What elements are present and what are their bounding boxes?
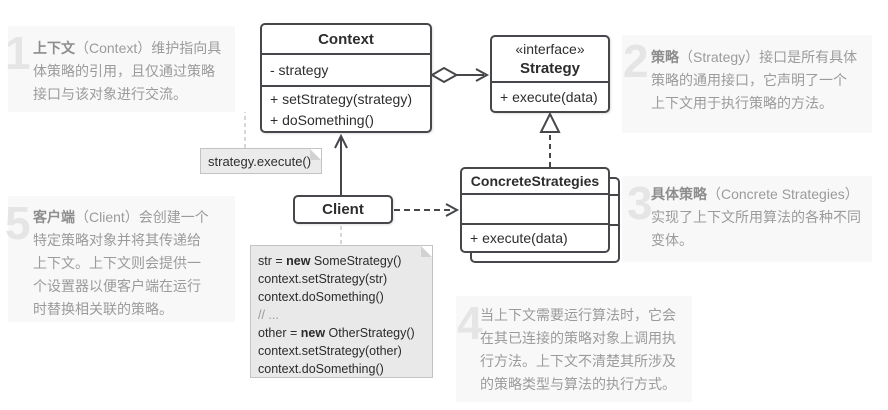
annotation-2-body: （Strategy）接口是所有具体 策略的通用接口，它声明了一个 上下文用于执行… <box>651 49 858 111</box>
client-pseudocode-note: str = new SomeStrategy() context.setStrat… <box>250 245 433 378</box>
strategy-stereotype: «interface» <box>515 41 585 57</box>
annotation-3-number: 3 <box>627 177 653 229</box>
aggregation-context-strategy <box>430 66 490 84</box>
concrete-strategies-method-execute: + execute(data) <box>470 230 568 246</box>
context-class-title: Context <box>318 30 374 48</box>
annotation-3-text: 具体策略（Concrete Strategies） 实现了上下文所用算法的各种不… <box>651 183 861 252</box>
concrete-strategies-empty-compartment <box>462 193 608 223</box>
annotation-2-lead: 策略 <box>651 49 679 65</box>
code-line-4: // ... <box>258 308 279 322</box>
annotation-5-number: 5 <box>5 197 31 249</box>
aggregation-diamond <box>430 66 459 84</box>
annotation-1-lead: 上下文 <box>33 40 75 56</box>
execute-call-note-text: strategy.execute() <box>208 153 312 169</box>
realization-concrete-strategy <box>539 111 561 167</box>
association-client-context <box>334 133 348 195</box>
annotation-5-client <box>8 196 235 322</box>
context-attribute-strategy: - strategy <box>270 62 329 78</box>
code-line-3: context.doSomething() <box>258 290 384 304</box>
realization-triangle <box>539 111 561 133</box>
arrowhead-to-strategy <box>475 68 490 82</box>
annotation-3-body: （Concrete Strategies） 实现了上下文所用算法的各种不同 变体… <box>651 186 861 248</box>
dependency-client-concrete <box>394 203 460 217</box>
annotation-1-number: 1 <box>5 27 31 79</box>
code-line-7: context.doSomething() <box>258 362 384 376</box>
arrowhead-to-concrete <box>445 203 460 217</box>
annotation-2-number: 2 <box>623 35 649 87</box>
annotation-2-text: 策略（Strategy）接口是所有具体 策略的通用接口，它声明了一个 上下文用于… <box>651 46 857 115</box>
concrete-strategies-class[interactable]: ConcreteStrategies + execute(data) <box>460 167 610 253</box>
annotation-3-lead: 具体策略 <box>651 186 707 202</box>
annotation-4-text: 当上下文需要运行算法时，它会 在其已连接的策略对象上调用执 行方法。上下文不清楚… <box>480 304 676 396</box>
annotation-1-context <box>8 26 235 112</box>
annotation-5-lead: 客户端 <box>33 209 75 225</box>
annotation-1-text: 上下文（Context）维护指向具 体策略的引用，且仅通过策略 接口与该对象进行… <box>33 37 221 106</box>
code-line-2: context.setStrategy(str) <box>258 272 388 286</box>
annotation-5-text: 客户端（Client）会创建一个 特定策略对象并将其传递给 上下文。上下文则会提… <box>33 206 209 321</box>
client-class[interactable]: Client <box>293 195 393 224</box>
arrowhead-to-context <box>334 133 348 149</box>
concrete-strategies-title: ConcreteStrategies <box>470 173 600 189</box>
annotation-4-number: 4 <box>457 297 483 349</box>
context-method-do-something: + doSomething() <box>270 112 374 128</box>
annotation-4-execution <box>456 296 692 402</box>
code-line-6: context.setStrategy(other) <box>258 344 402 358</box>
context-class[interactable]: Context - strategy + setStrategy(strateg… <box>260 23 432 133</box>
execute-call-note: strategy.execute() <box>200 148 322 174</box>
context-method-set-strategy: + setStrategy(strategy) <box>270 91 413 107</box>
annotation-1-body: （Context）维护指向具 体策略的引用，且仅通过策略 接口与该对象进行交流。 <box>33 40 222 102</box>
strategy-title: Strategy <box>519 60 581 77</box>
annotation-3-concrete-strategies <box>622 176 872 262</box>
strategy-interface[interactable]: «interface» Strategy + execute(data) <box>490 35 610 113</box>
client-title: Client <box>322 201 364 218</box>
code-line-1: str = new SomeStrategy() <box>258 254 402 268</box>
annotation-2-strategy <box>622 35 872 133</box>
annotation-4-body: 当上下文需要运行算法时，它会 在其已连接的策略对象上调用执 行方法。上下文不清楚… <box>480 307 676 392</box>
strategy-method-execute: + execute(data) <box>500 89 598 105</box>
annotation-5-body: （Client）会创建一个 特定策略对象并将其传递给 上下文。上下文则会提供一 … <box>33 209 209 317</box>
code-line-5: other = new OtherStrategy() <box>258 326 415 340</box>
